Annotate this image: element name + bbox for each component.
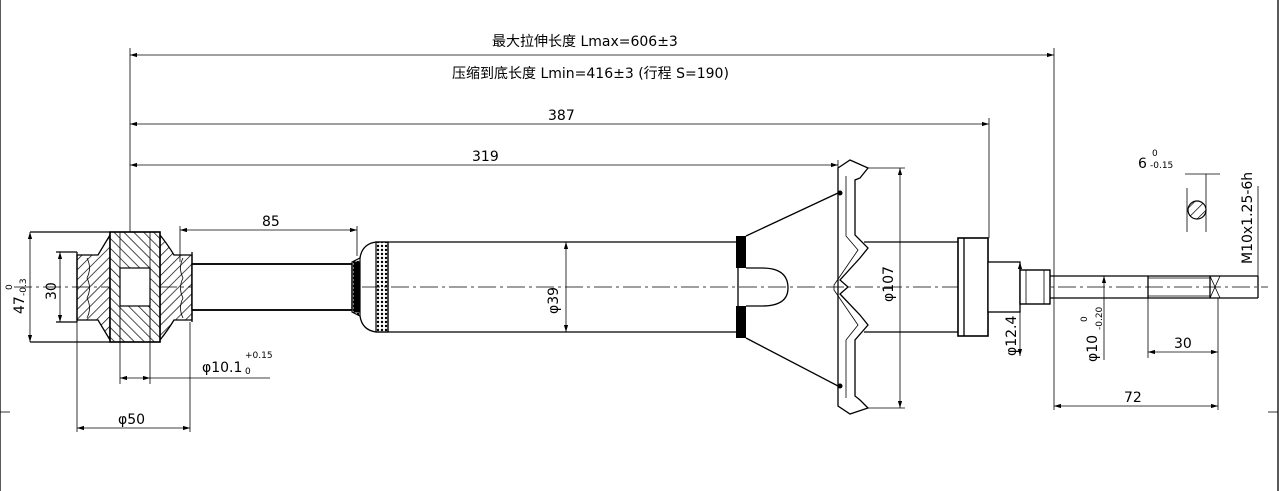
- label-72: 72: [1124, 390, 1142, 406]
- label-30-right: 30: [1174, 336, 1192, 352]
- label-dia12-4: φ12.4: [1004, 316, 1020, 357]
- label-47-upper: 0: [5, 284, 15, 290]
- label-rod-upper: 0: [1080, 316, 1090, 322]
- upper-cap: [957, 237, 1021, 337]
- dimension-labels: 最大拉伸长度 Lmax=606±3 压缩到底长度 Lmin=416±3 (行程 …: [5, 34, 1256, 428]
- piston-rod: [1019, 269, 1259, 305]
- main-cylinder: [359, 236, 789, 338]
- label-rod-lower: -0.20: [1095, 306, 1105, 330]
- label-47-lower: -0.3: [19, 278, 29, 296]
- label-dia39: φ39: [546, 287, 562, 314]
- label-47: 47: [12, 296, 28, 314]
- label-dia50: φ50: [118, 412, 145, 428]
- label-rod-dia: φ10: [1085, 335, 1101, 362]
- label-319: 319: [472, 149, 499, 165]
- spring-seat: [745, 159, 958, 415]
- label-bore-upper: +0.15: [245, 351, 273, 361]
- label-30-left: 30: [44, 282, 60, 300]
- label-dia107: φ107: [881, 266, 897, 302]
- lower-tube: [191, 257, 361, 317]
- label-flat: 6: [1138, 156, 1147, 172]
- label-thread: M10x1.25-6h: [1240, 172, 1256, 264]
- label-flat-lower: -0.15: [1150, 161, 1173, 171]
- label-85: 85: [262, 214, 280, 230]
- lower-eye-bushing: [30, 231, 193, 343]
- label-flat-upper: 0: [1152, 149, 1158, 159]
- label-bore: φ10.1: [202, 360, 242, 376]
- label-bore-lower: 0: [245, 367, 251, 377]
- dimension-lines: [27, 48, 1259, 432]
- label-387: 387: [548, 108, 575, 124]
- label-lmax: 最大拉伸长度 Lmax=606±3: [492, 34, 678, 50]
- flat-section-detail: [1185, 173, 1220, 232]
- label-lmin: 压缩到底长度 Lmin=416±3 (行程 S=190): [452, 66, 729, 82]
